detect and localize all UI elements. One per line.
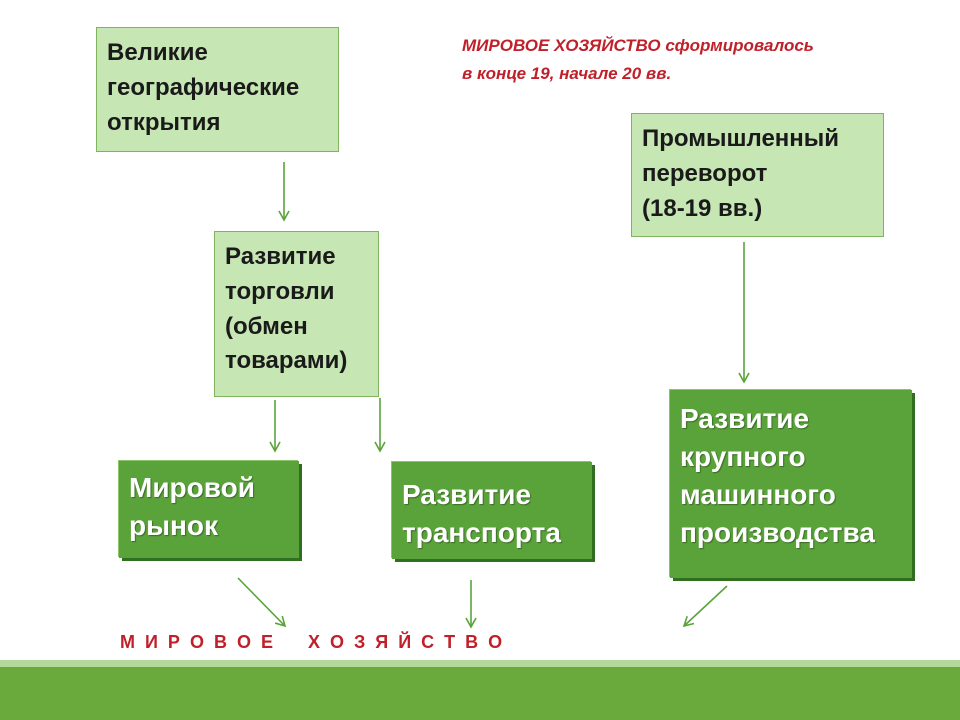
title-note: МИРОВОЕ ХОЗЯЙСТВО сформировалось в конце… (462, 32, 814, 88)
box-line: крупного (680, 441, 806, 473)
title-note-line2: в конце 19, начале 20 вв. (462, 64, 672, 83)
box-line: производства (680, 517, 875, 549)
box-production-development: Развитие крупного машинного производства (670, 390, 912, 578)
box-line: открытия (107, 108, 221, 136)
box-line: рынок (129, 510, 219, 542)
box-transport-development: Развитие транспорта (392, 462, 592, 559)
box-trade-development: Развитие торговли (обмен товарами) (214, 231, 379, 397)
box-great-discoveries: Великие географические открытия (96, 27, 339, 152)
box-line: (18-19 вв.) (642, 194, 763, 222)
box-line: товарами) (225, 347, 348, 375)
footer-band (0, 667, 960, 720)
world-economy-label: М И Р О В О Е Х О З Я Й С Т В О (120, 632, 503, 652)
box-line: Великие (107, 39, 208, 66)
box-line: Развитие (402, 479, 532, 510)
box-line: Развитие (680, 403, 810, 434)
title-note-line1: МИРОВОЕ ХОЗЯЙСТВО сформировалось (462, 36, 814, 55)
footer-stripe (0, 660, 960, 667)
arrow-market-to-economy (237, 577, 287, 628)
arrow-production-to-economy (682, 585, 728, 628)
box-line: машинного (680, 479, 836, 511)
box-line: (обмен (225, 312, 308, 340)
box-line: торговли (225, 277, 335, 305)
box-line: Мировой (129, 472, 255, 503)
box-industrial-revolution: Промышленный переворот (18-19 вв.) (631, 113, 884, 237)
box-line: транспорта (402, 517, 561, 549)
box-line: Развитие (225, 243, 336, 270)
box-line: географические (107, 73, 300, 101)
box-line: переворот (642, 159, 768, 187)
box-line: Промышленный (642, 125, 840, 152)
box-world-market: Мировой рынок (119, 461, 299, 558)
